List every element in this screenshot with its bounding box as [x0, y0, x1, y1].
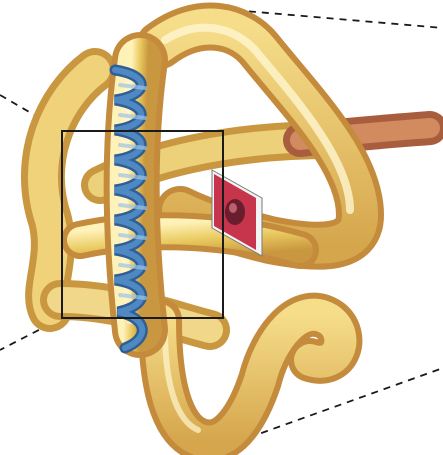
protein-structure-illustration — [0, 0, 443, 455]
figure — [0, 0, 443, 455]
